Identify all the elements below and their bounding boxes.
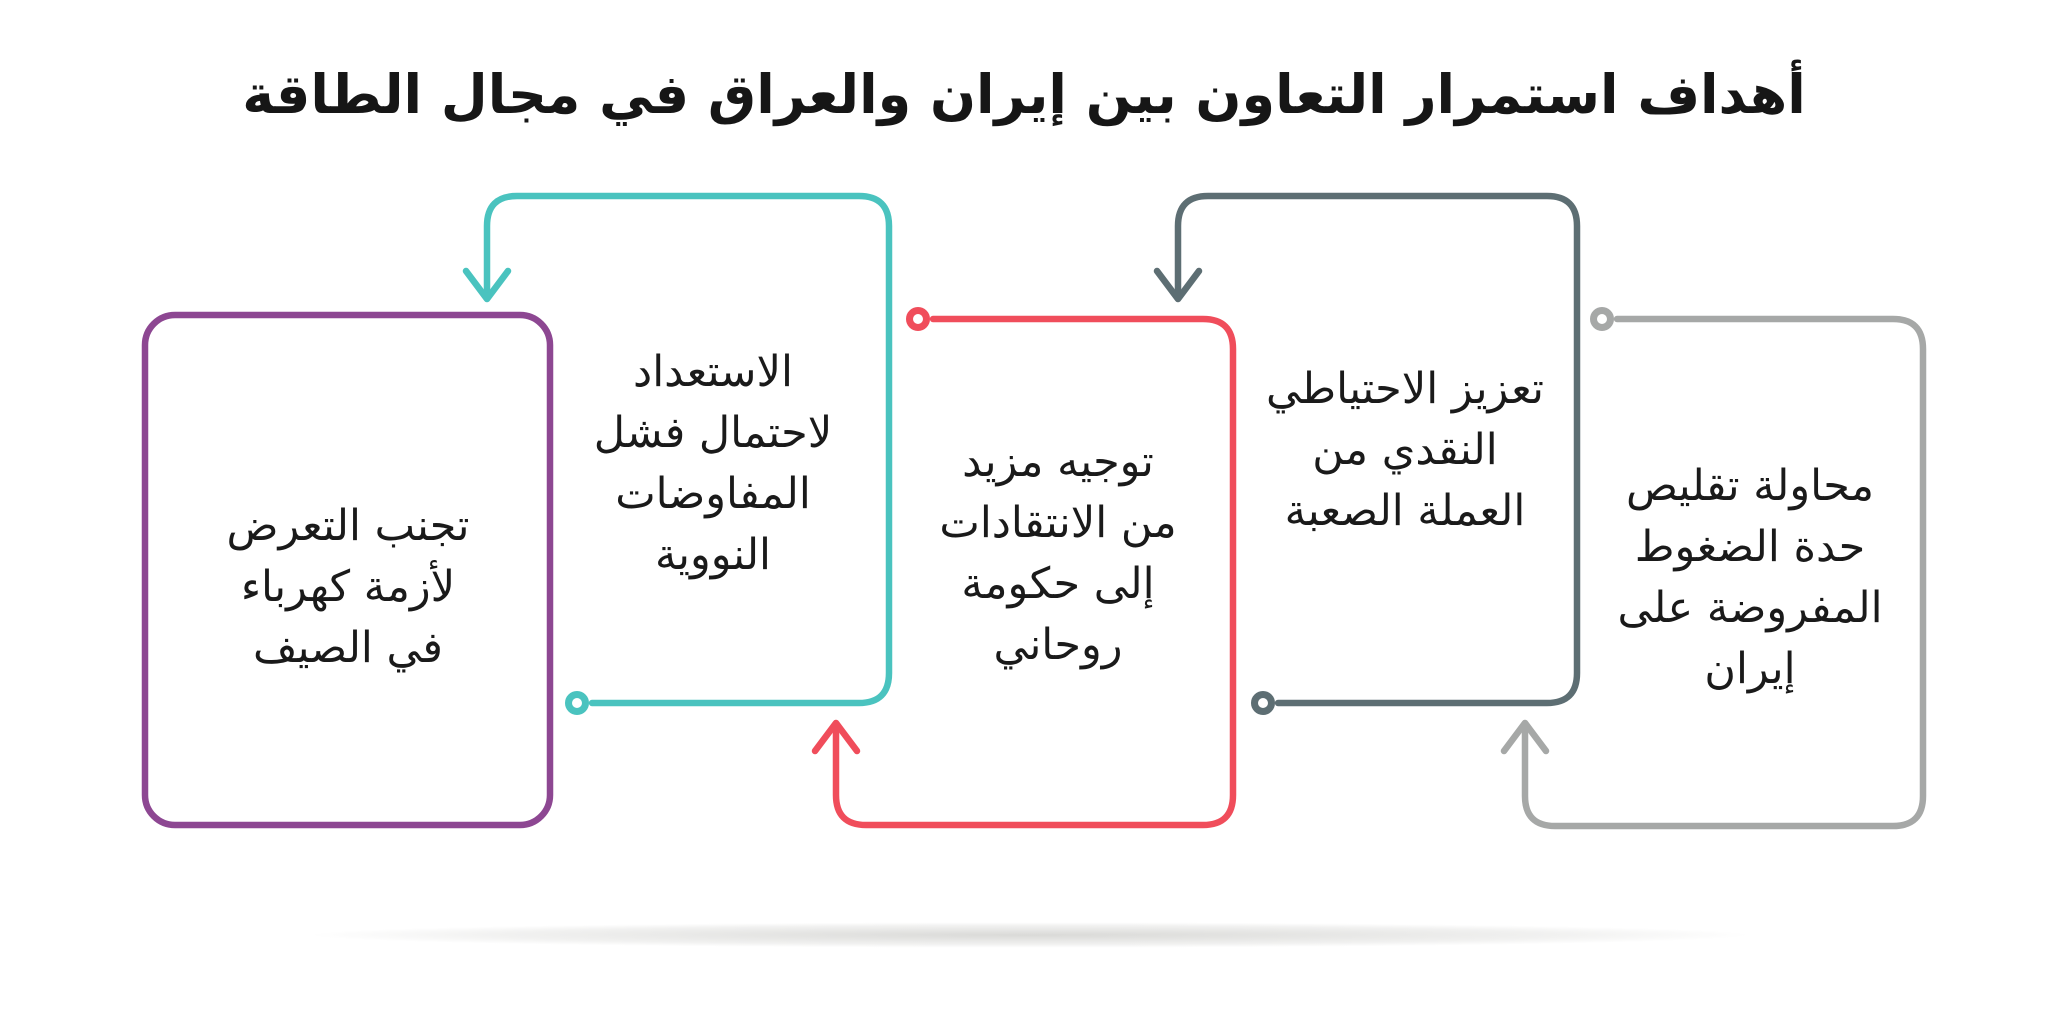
purple-box-outline	[141, 311, 554, 829]
box-line: تعزيز الاحتياطي	[1266, 364, 1544, 414]
box-line: تجنب التعرض	[226, 501, 470, 551]
box-line: المفروضة على	[1617, 583, 1883, 633]
connector-teal	[462, 192, 893, 715]
slate-box-outline	[1174, 192, 1581, 707]
connector-slate	[1153, 192, 1581, 715]
slate-start-ring-icon	[1251, 691, 1275, 715]
box-label-strengthen-hard-currency-reserves: تعزيز الاحتياطي النقدي من العملة الصعبة	[1240, 359, 1570, 542]
box-line: الاستعداد	[633, 347, 793, 397]
box-line: لأزمة كهرباء	[240, 562, 456, 612]
box-line: محاولة تقليص	[1625, 461, 1875, 511]
teal-start-ring-icon	[565, 691, 589, 715]
gray-start-ring-icon	[1590, 307, 1614, 331]
gray-box-outline	[1521, 315, 1927, 830]
box-line: روحاني	[993, 620, 1123, 670]
box-label-more-criticism-of-rouhani-government: توجيه مزيد من الانتقادات إلى حكومة روحان…	[893, 432, 1223, 676]
red-start-ring-icon	[906, 307, 930, 331]
box-line: من الانتقادات	[939, 498, 1177, 548]
box-line: في الصيف	[253, 623, 443, 673]
box-line: إيران	[1704, 644, 1796, 694]
connector-red	[811, 307, 1237, 829]
red-box-outline	[832, 315, 1237, 829]
red-arrowhead-up-icon	[811, 719, 861, 755]
connector-purple	[141, 311, 554, 829]
page-shadow	[70, 918, 1990, 952]
box-line: النووية	[654, 530, 772, 580]
box-line: العملة الصعبة	[1284, 486, 1526, 536]
box-line: المفاوضات	[615, 469, 811, 519]
page-title: أهداف استمرار التعاون بين إيران والعراق …	[242, 63, 1806, 126]
box-label-prepare-for-nuclear-talks-failure: الاستعداد لاحتمال فشل المفاوضات النووية	[553, 342, 873, 586]
box-line: حدة الضغوط	[1634, 522, 1866, 572]
gray-arrowhead-up-icon	[1500, 719, 1550, 755]
box-line: لاحتمال فشل	[593, 408, 833, 458]
teal-box-outline	[483, 192, 893, 707]
teal-arrowhead-down-icon	[462, 267, 512, 303]
box-label-reduce-pressure-on-iran: محاولة تقليص حدة الضغوط المفروضة على إير…	[1585, 456, 1915, 700]
connector-gray	[1500, 307, 1927, 830]
box-label-avoid-summer-electricity-crisis: تجنب التعرض لأزمة كهرباء في الصيف	[160, 496, 536, 679]
box-line: توجيه مزيد	[962, 437, 1154, 487]
slate-arrowhead-down-icon	[1153, 267, 1203, 303]
box-line: إلى حكومة	[961, 559, 1155, 609]
box-line: النقدي من	[1312, 425, 1498, 475]
